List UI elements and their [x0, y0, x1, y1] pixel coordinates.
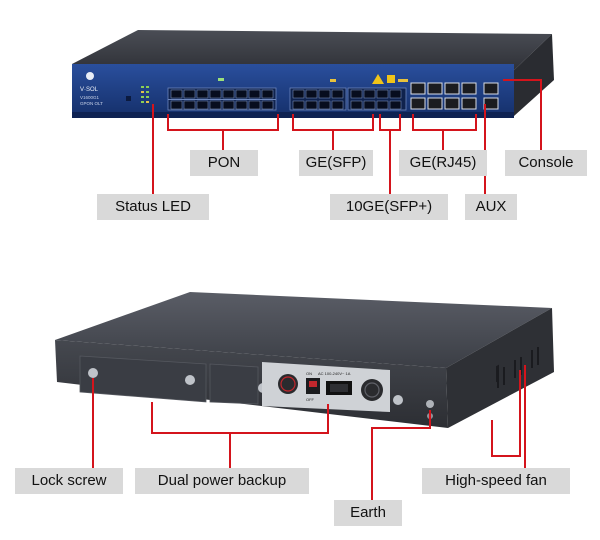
blank-plate — [79, 355, 207, 403]
lock-screw-1 — [88, 368, 98, 378]
switch-off-text: OFF — [306, 397, 315, 402]
rj45-ports — [410, 82, 477, 110]
laser-icon — [387, 75, 395, 83]
rear-device: ON OFF AC 100-240V~ 1A — [55, 292, 554, 428]
label-10ge-sfp: 10GE(SFP+) — [330, 194, 448, 220]
label-earth: Earth — [334, 500, 402, 526]
label-ge-sfp: GE(SFP) — [299, 150, 373, 176]
warning-icon — [372, 74, 384, 84]
label-console: Console — [505, 150, 587, 176]
earth-leader — [371, 410, 431, 500]
status-leds — [141, 86, 149, 103]
reset-button — [126, 96, 131, 101]
label-ge-rj45: GE(RJ45) — [399, 150, 487, 176]
pon-ports — [167, 78, 277, 111]
pon-indicator — [218, 78, 224, 81]
psu-rating-text: AC 100-240V~ 1A — [318, 371, 351, 376]
label-aux: AUX — [465, 194, 517, 220]
console-leader — [503, 79, 542, 150]
leader-lines — [92, 79, 542, 500]
label-fan: High-speed fan — [422, 468, 570, 494]
model-text: V1600G1 — [80, 95, 100, 100]
ge-sfp-ports — [289, 79, 347, 111]
label-pon: PON — [190, 150, 258, 176]
earth-terminal — [426, 400, 434, 408]
tenge-sfp-ports — [347, 74, 408, 111]
switch-on-text: ON — [306, 371, 312, 376]
rear-side — [446, 308, 554, 428]
psu-fan-right — [361, 379, 383, 401]
fan-bracket — [491, 370, 521, 457]
logo-icon — [86, 72, 94, 80]
subtitle-text: GPON OLT — [80, 101, 103, 106]
dual-power-bracket — [151, 402, 329, 434]
label-status-led: Status LED — [97, 194, 209, 220]
console-aux-ports — [483, 82, 499, 110]
label-lock-screw: Lock screw — [15, 468, 123, 494]
label-dual-power: Dual power backup — [135, 468, 309, 494]
brand-text: V·SOL — [80, 87, 99, 93]
front-side — [512, 34, 554, 116]
ge-rj45-bracket — [412, 114, 477, 131]
front-device: V·SOL V1600G1 GPON OLT — [72, 30, 554, 118]
front-top-cover — [72, 30, 552, 72]
rear-top-cover — [55, 292, 552, 368]
